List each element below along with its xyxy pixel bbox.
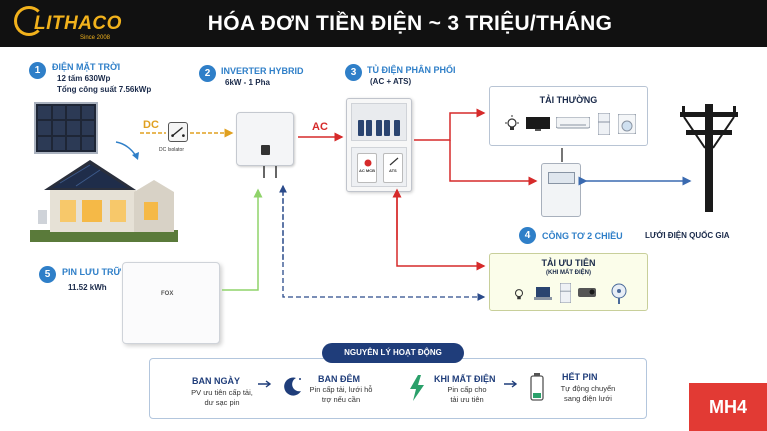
power-pole-icon bbox=[680, 104, 738, 212]
bidirectional-meter bbox=[541, 163, 581, 217]
refrigerator-icon bbox=[560, 283, 571, 303]
fan-icon bbox=[611, 283, 627, 304]
page-title: HÓA ĐƠN TIỀN ĐIỆN ~ 3 TRIỆU/THÁNG bbox=[207, 12, 613, 35]
battery-low-icon bbox=[530, 373, 544, 401]
ac-label: AC bbox=[312, 121, 328, 133]
step-3-line-1: (AC + ATS) bbox=[370, 77, 412, 86]
arrow-right-icon bbox=[504, 380, 518, 388]
ac-mcb-device bbox=[357, 153, 377, 183]
light-bulb-icon bbox=[514, 289, 524, 300]
step-5-badge: 5 bbox=[39, 266, 56, 283]
battery-brand: FOX bbox=[161, 291, 174, 297]
device-panel: AC MCB ATS bbox=[351, 147, 407, 187]
lightning-icon bbox=[410, 375, 424, 401]
mh4-badge: MH4 bbox=[689, 383, 767, 431]
step-5-title: PIN LƯU TRỮ bbox=[62, 267, 121, 277]
dc-isolator-label: DC Isolator bbox=[159, 147, 185, 153]
solar-panel-icon bbox=[34, 102, 98, 154]
hybrid-inverter bbox=[236, 112, 294, 166]
principle-day-title: BAN NGÀY bbox=[192, 376, 241, 386]
step-1-title: ĐIỆN MẶT TRỜI bbox=[52, 62, 121, 72]
inverter-display bbox=[261, 145, 270, 155]
dc-isolator-switch bbox=[168, 122, 188, 142]
principle-outage-title: KHI MẤT ĐIỆN bbox=[434, 374, 496, 384]
operating-principle-title: NGUYÊN LÝ HOẠT ĐỘNG bbox=[322, 343, 464, 363]
meter-display bbox=[548, 172, 575, 184]
step-1-line-2: Tổng công suất 7.56kWp bbox=[57, 85, 152, 94]
national-grid-label: LƯỚI ĐIỆN QUỐC GIA bbox=[645, 231, 730, 240]
step-2-title: INVERTER HYBRID bbox=[221, 66, 304, 76]
refrigerator-icon bbox=[598, 113, 610, 135]
arrow-right-icon bbox=[258, 380, 272, 388]
distribution-cabinet: AC MCB ATS bbox=[346, 98, 412, 192]
ats-label: ATS bbox=[389, 168, 397, 173]
priority-load-subtitle: (KHI MẤT ĐIỆN) bbox=[546, 270, 591, 276]
step-3-title: TỦ ĐIỆN PHÂN PHỐI bbox=[367, 65, 456, 75]
logo-since: Since 2008 bbox=[80, 35, 111, 41]
step-1-badge: 1 bbox=[29, 62, 46, 79]
step-1-line-1: 12 tấm 630Wp bbox=[57, 74, 111, 83]
logo-ring-icon bbox=[14, 6, 44, 36]
header-bar: LITHACO Since 2008 HÓA ĐƠN TIỀN ĐIỆN ~ 3… bbox=[0, 0, 767, 47]
lithaco-logo: LITHACO Since 2008 bbox=[14, 4, 124, 44]
priority-load-title: TẢI ƯU TIÊN bbox=[541, 258, 596, 268]
light-bulb-icon bbox=[505, 115, 519, 130]
house-icon bbox=[30, 160, 178, 242]
principle-day-body: PV ưu tiên cấp tải,dư sạc pin bbox=[191, 388, 253, 407]
camera-icon bbox=[578, 288, 596, 297]
priority-load-box: TẢI ƯU TIÊN (KHI MẤT ĐIỆN) bbox=[489, 253, 648, 311]
step-3-badge: 3 bbox=[345, 64, 362, 81]
tv-icon bbox=[526, 117, 550, 131]
step-2-line-1: 6kW - 1 Pha bbox=[225, 78, 270, 87]
ats-device bbox=[383, 153, 403, 183]
panel-to-house-arrow bbox=[115, 141, 139, 160]
step-5-line-1: 11.52 kWh bbox=[68, 283, 107, 292]
laptop-icon bbox=[534, 287, 552, 300]
air-conditioner-icon bbox=[556, 117, 590, 129]
washing-machine-icon bbox=[618, 114, 636, 134]
step-4-title: CÔNG TƠ 2 CHIỀU bbox=[542, 231, 623, 241]
step-4-badge: 4 bbox=[519, 227, 536, 244]
moon-icon bbox=[284, 377, 301, 396]
dc-label: DC bbox=[143, 119, 159, 131]
breaker-panel bbox=[351, 103, 407, 141]
ac-mcb-label: AC MCB bbox=[359, 168, 375, 173]
operating-principle-box: BAN NGÀY PV ưu tiên cấp tải,dư sạc pin B… bbox=[149, 358, 647, 419]
principle-empty-title: HẾT PIN bbox=[562, 372, 598, 382]
normal-load-box: TẢI THƯỜNG bbox=[489, 86, 648, 146]
battery-unit: FOX bbox=[122, 262, 220, 344]
principle-night-title: BAN ĐÊM bbox=[318, 374, 360, 384]
normal-load-title: TẢI THƯỜNG bbox=[539, 95, 598, 105]
step-2-badge: 2 bbox=[199, 65, 216, 82]
logo-text: LITHACO bbox=[34, 13, 122, 34]
